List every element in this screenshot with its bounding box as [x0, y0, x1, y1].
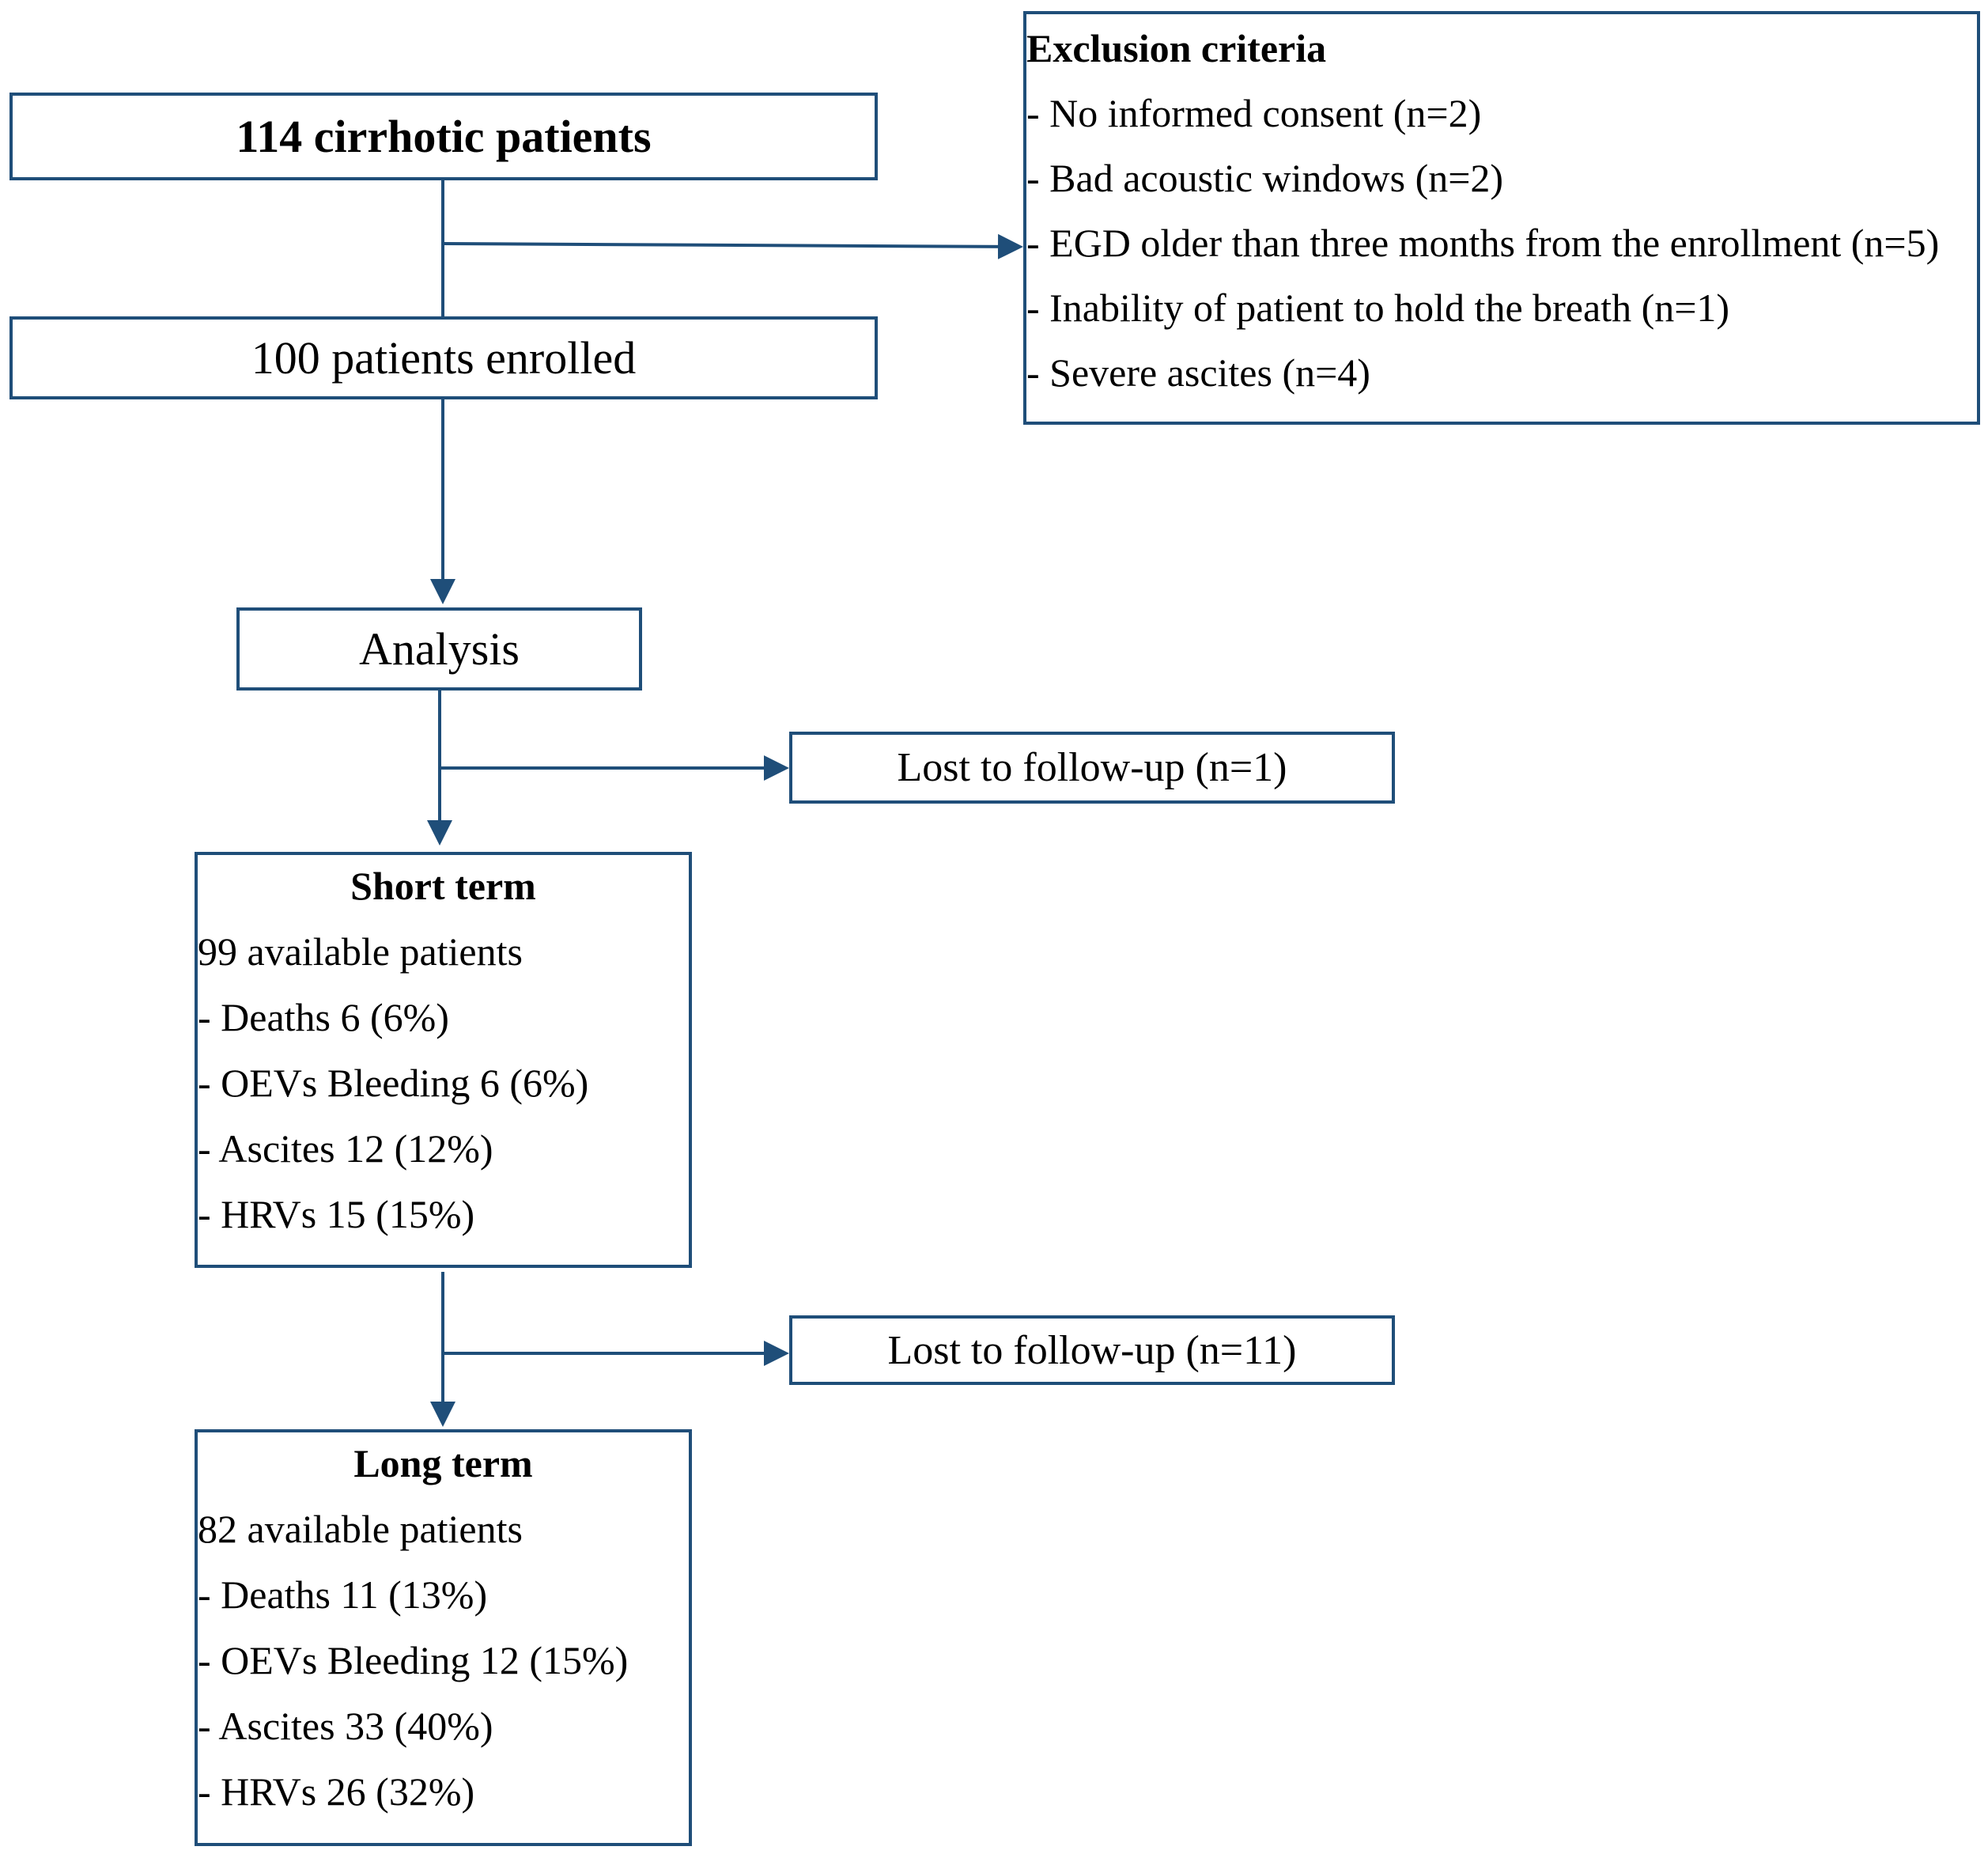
lost-followup-label-1: Lost to follow-up (n=1)	[897, 745, 1287, 790]
start-box: 114 cirrhotic patients	[9, 93, 878, 180]
short-term-item: - OEVs Bleeding 6 (6%)	[198, 1061, 589, 1105]
long-term-available: 82 available patients	[198, 1507, 523, 1551]
enrolled-box: 100 patients enrolled	[9, 316, 878, 399]
enrolled-label: 100 patients enrolled	[251, 332, 637, 384]
arrow-to-exclusion	[442, 233, 1023, 259]
long-term-title: Long term	[353, 1441, 533, 1485]
exclusion-title: Exclusion criteria	[1026, 26, 1327, 70]
short-term-item: - Ascites 12 (12%)	[198, 1126, 493, 1171]
start-label: 114 cirrhotic patients	[236, 111, 652, 162]
exclusion-item: - No informed consent (n=2)	[1026, 91, 1482, 135]
short-term-title: Short term	[350, 864, 536, 908]
analysis-label: Analysis	[359, 623, 520, 675]
long-term-item: - OEVs Bleeding 12 (15%)	[198, 1638, 629, 1682]
exclusion-item: - EGD older than three months from the e…	[1026, 221, 1940, 265]
long-term-item: - Deaths 11 (13%)	[198, 1572, 488, 1617]
short-term-box: Short term 99 available patients - Death…	[195, 852, 692, 1268]
short-term-item: - HRVs 15 (15%)	[198, 1192, 475, 1236]
analysis-box: Analysis	[236, 607, 642, 691]
exclusion-item: - Bad acoustic windows (n=2)	[1026, 156, 1504, 200]
lost-followup-label-2: Lost to follow-up (n=11)	[887, 1327, 1297, 1373]
exclusion-item: - Inability of patient to hold the breat…	[1026, 286, 1730, 330]
short-term-available: 99 available patients	[198, 929, 523, 974]
long-term-item: - HRVs 26 (32%)	[198, 1769, 475, 1814]
exclusion-box: Exclusion criteria - No informed consent…	[1023, 11, 1980, 425]
lost-followup-box-2: Lost to follow-up (n=11)	[789, 1315, 1395, 1385]
long-term-item: - Ascites 33 (40%)	[198, 1704, 493, 1748]
long-term-box: Long term 82 available patients - Deaths…	[195, 1429, 692, 1846]
short-term-item: - Deaths 6 (6%)	[198, 995, 449, 1039]
lost-followup-box-1: Lost to follow-up (n=1)	[789, 732, 1395, 804]
exclusion-item: - Severe ascites (n=4)	[1026, 350, 1370, 395]
